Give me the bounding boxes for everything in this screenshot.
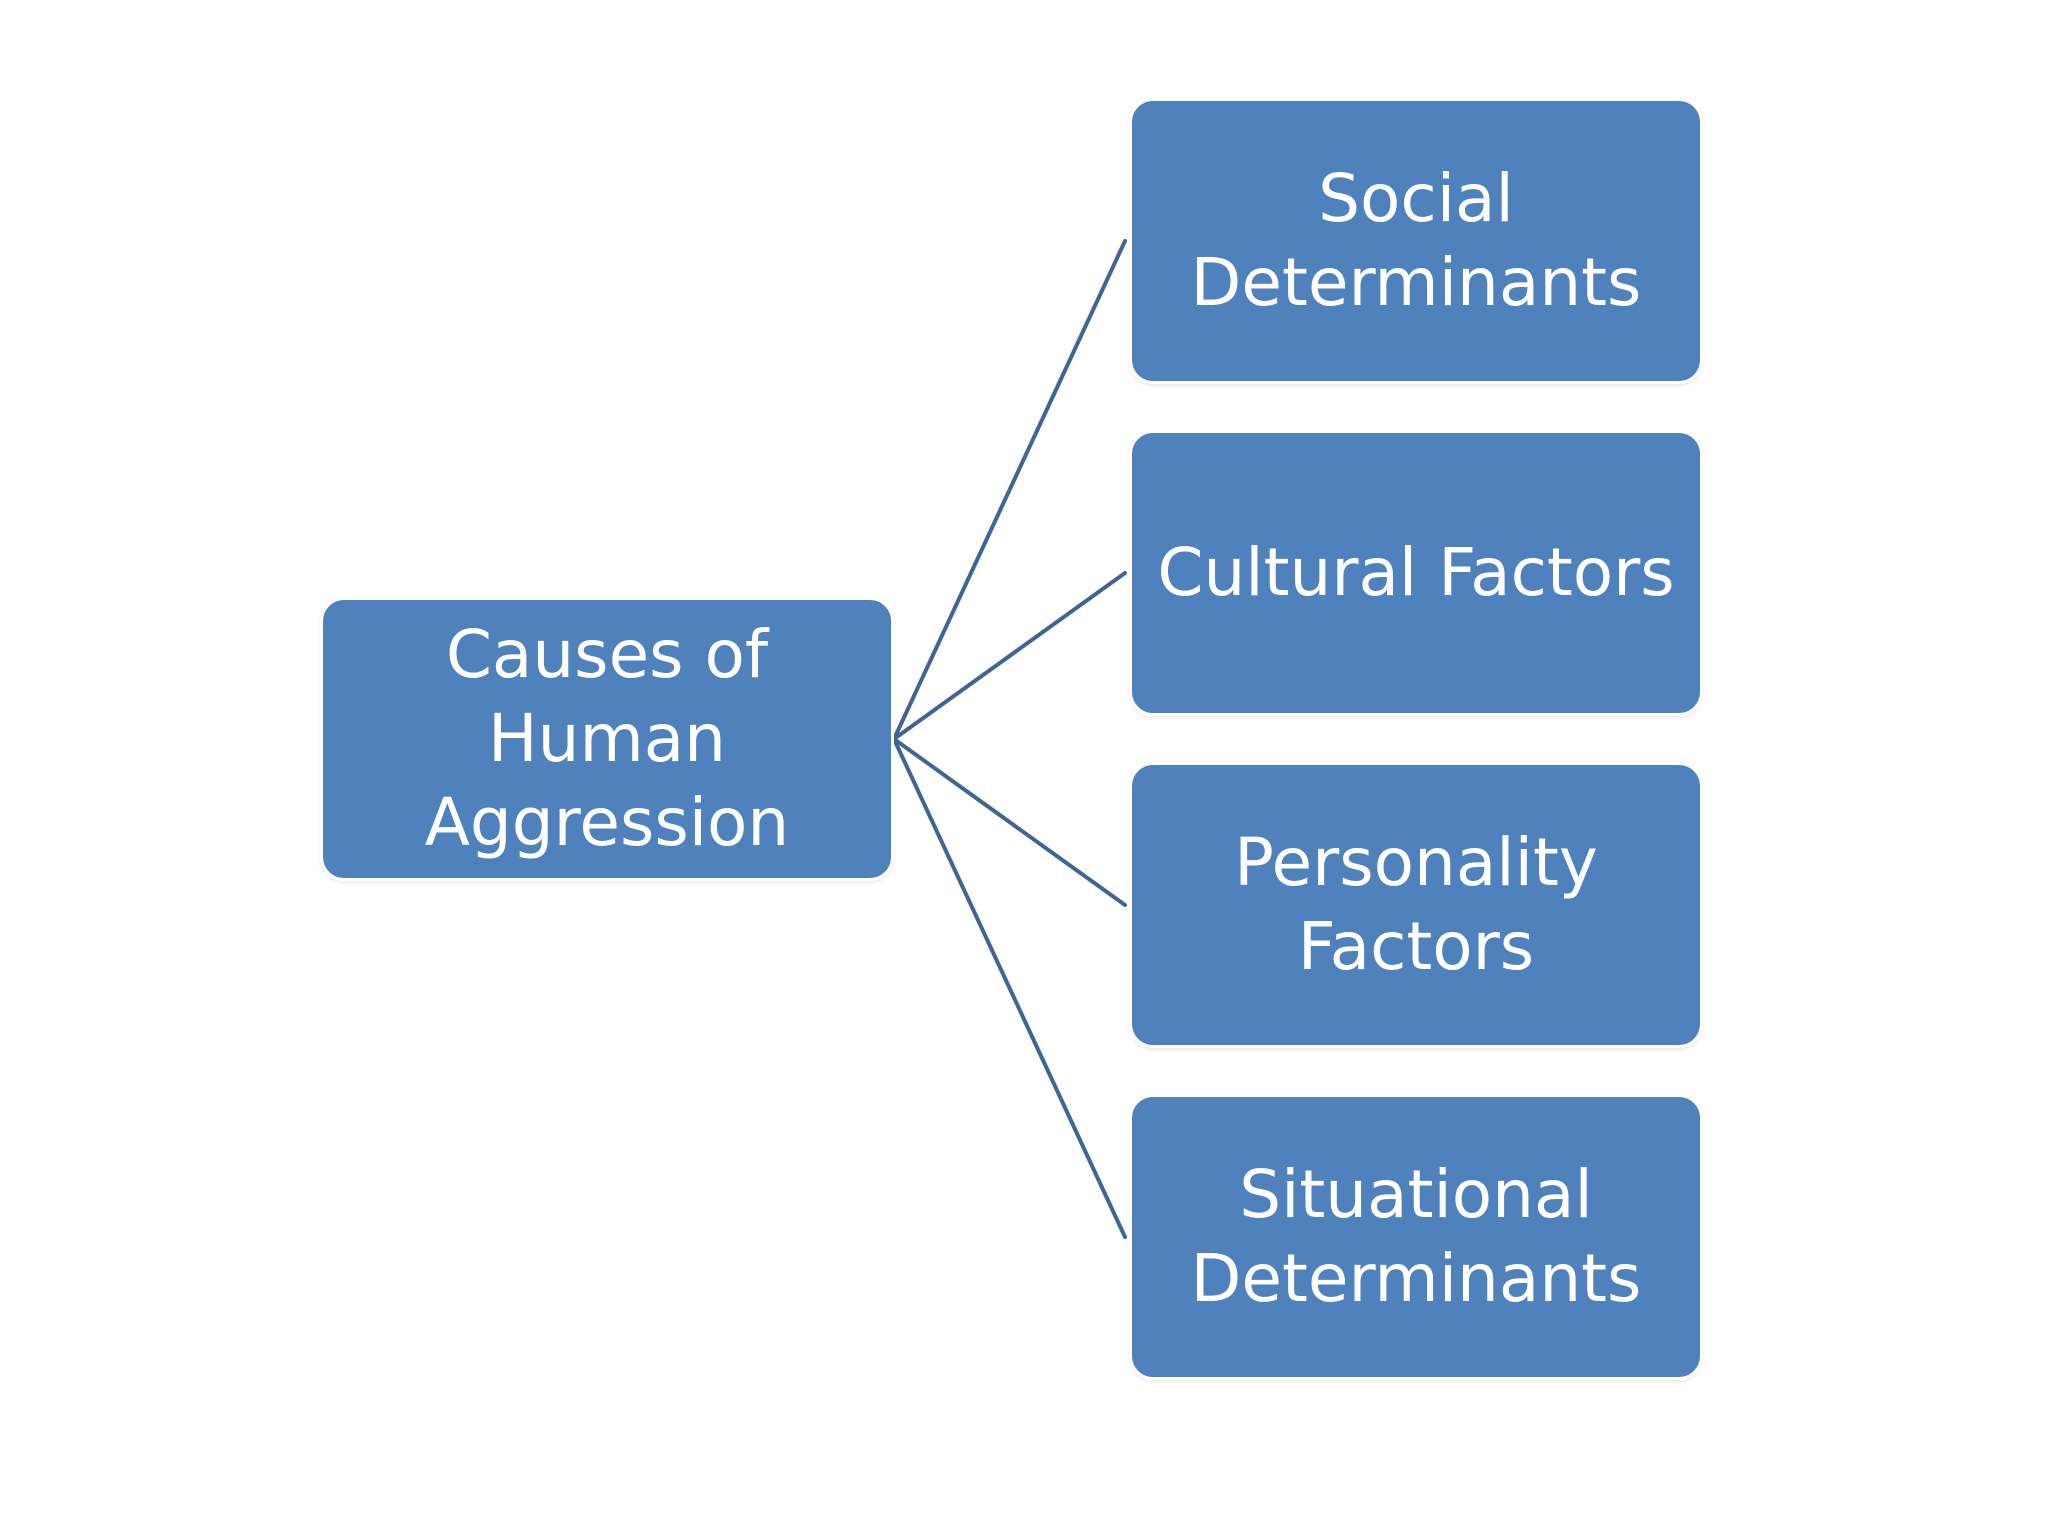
connector-social bbox=[892, 239, 1127, 741]
child-node-label: Personality Factors bbox=[1234, 824, 1598, 985]
child-node-cultural-factors: Cultural Factors bbox=[1129, 430, 1703, 716]
root-node: Causes of Human Aggression bbox=[320, 597, 894, 881]
child-node-situational-determinants: Situational Determinants bbox=[1129, 1094, 1703, 1380]
connector-personality bbox=[892, 737, 1127, 907]
child-node-label: Situational Determinants bbox=[1190, 1156, 1642, 1317]
child-node-label: Social Determinants bbox=[1190, 160, 1642, 321]
child-node-label: Cultural Factors bbox=[1157, 534, 1675, 611]
root-node-label: Causes of Human Aggression bbox=[424, 616, 790, 861]
child-node-social-determinants: Social Determinants bbox=[1129, 98, 1703, 384]
connector-situational bbox=[892, 737, 1127, 1239]
child-node-personality-factors: Personality Factors bbox=[1129, 762, 1703, 1048]
connector-cultural bbox=[892, 571, 1127, 741]
